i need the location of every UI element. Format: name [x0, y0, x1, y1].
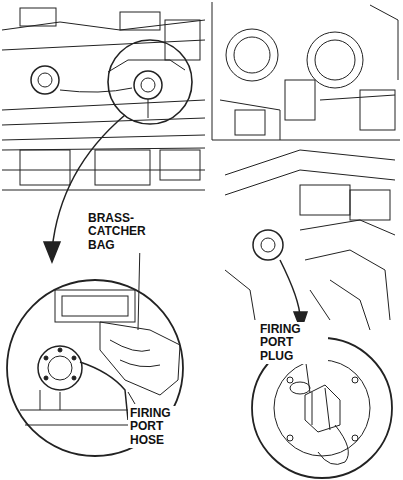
part-label: BRASS-CATCHER BAG [86, 211, 174, 253]
firing-port-hose [80, 362, 128, 420]
interior-wall-view [2, 8, 205, 190]
side-interior-view [225, 150, 395, 330]
part-label: FIRING PORT HOSE [128, 406, 202, 448]
detail-arrow [44, 115, 307, 330]
part-label: FIRING PORT PLUG [258, 322, 328, 364]
brass-catcher-bag [100, 322, 180, 395]
rear-interior-view [212, 2, 400, 140]
